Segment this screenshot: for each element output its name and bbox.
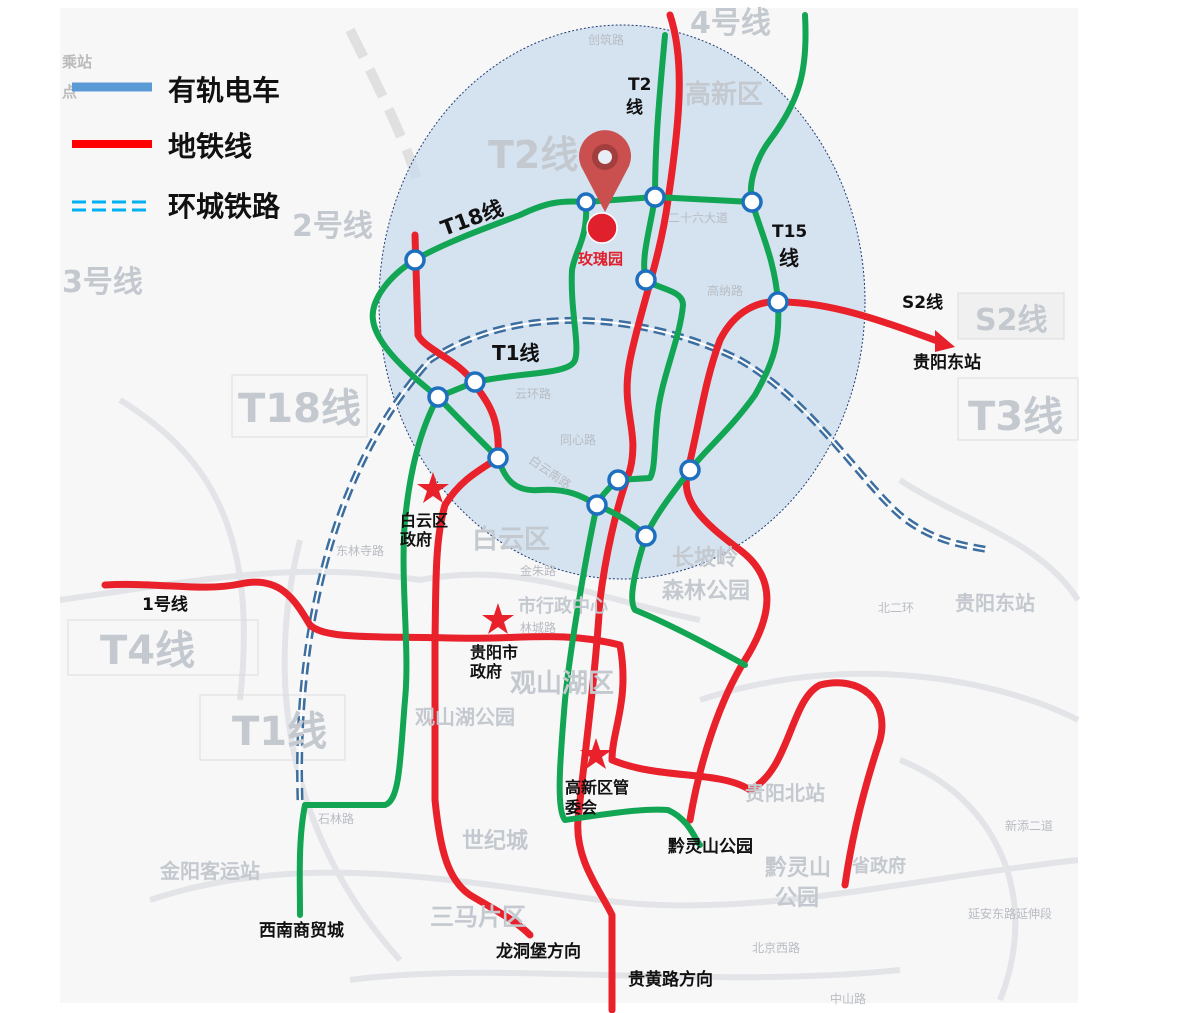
station[interactable]: [487, 447, 509, 469]
legend-partial-label: 乘站: [61, 53, 92, 71]
svg-text:金朱路: 金朱路: [520, 563, 556, 578]
svg-text:高纳路: 高纳路: [707, 283, 743, 298]
label-t3-box: T3线: [968, 394, 1063, 440]
svg-text:林城路: 林城路: [520, 620, 556, 635]
label-t2: T2: [628, 75, 651, 95]
tram-line-t15: [629, 12, 809, 668]
map-pin-icon[interactable]: [579, 130, 631, 212]
label-qianlingshan: 黔灵山公园: [668, 836, 753, 857]
label-t4-box: T4线: [100, 628, 195, 674]
station[interactable]: [464, 371, 486, 393]
label-line2: 2号线: [292, 209, 373, 244]
svg-text:创筑路: 创筑路: [588, 32, 624, 47]
label-forest-park: 森林公园: [662, 578, 750, 604]
label-s2-box: S2线: [975, 303, 1047, 338]
svg-text:云环路: 云环路: [515, 386, 551, 401]
label-guiyang-gov-2: 政府: [470, 662, 502, 681]
svg-text:延安东路延伸段: 延安东路延伸段: [968, 906, 1052, 921]
label-guiyang-east: 贵阳东站: [913, 352, 981, 373]
star-icon: [482, 603, 514, 634]
station[interactable]: [607, 469, 629, 491]
station[interactable]: [635, 269, 657, 291]
label-gaoxin-committee: 高新区管: [565, 778, 629, 797]
tram-line-t1: [435, 379, 649, 539]
basemap-labels: 4号线 高新区 T2线 2号线 3号线 T18线 S2线 T3线 T4线 T1线…: [62, 6, 1063, 931]
label-t15: T15: [772, 222, 807, 242]
legend-tram-label: 有轨电车: [168, 74, 280, 107]
station[interactable]: [679, 459, 701, 481]
s2-arrow-icon: [935, 330, 955, 352]
label-baiyun-gov-2: 政府: [400, 530, 432, 549]
label-xinan-market: 西南商贸城: [259, 920, 344, 941]
label-qianling-park: 公园: [775, 886, 819, 911]
label-changpoling: 长坡岭: [672, 545, 738, 571]
rose-garden-label: 玫瑰园: [578, 250, 623, 268]
svg-text:东林寺路: 东林寺路: [336, 543, 384, 558]
station[interactable]: [586, 494, 608, 516]
label-admin-center: 市行政中心: [518, 595, 608, 617]
star-icon: [580, 738, 612, 769]
label-line3: 3号线: [62, 265, 143, 300]
label-guiyang-east-basemap: 贵阳东站: [955, 591, 1035, 615]
label-gaoxin: 高新区: [685, 79, 763, 110]
tram-line-t18: [296, 198, 589, 918]
svg-text:同心路: 同心路: [560, 432, 596, 447]
svg-text:北二环: 北二环: [878, 601, 914, 615]
label-line4: 4号线: [690, 6, 771, 41]
legend-rail-swatch: [72, 200, 150, 212]
label-t15-suffix: 线: [779, 246, 799, 270]
tram-link-rosegarden: [472, 199, 590, 385]
svg-text:新添二道: 新添二道: [1005, 818, 1053, 833]
svg-text:北京西路: 北京西路: [752, 940, 800, 955]
metro-line-1: [101, 578, 886, 889]
label-shijicheng: 世纪城: [462, 828, 528, 854]
station[interactable]: [767, 291, 789, 313]
label-guanshanhu-park: 观山湖公园: [415, 705, 515, 729]
legend-rail-label: 环城铁路: [168, 190, 281, 223]
rose-garden-marker: [586, 212, 618, 244]
label-guanshanhu: 观山湖区: [510, 669, 614, 699]
tram-line-t2: [615, 32, 686, 483]
star-icon: [417, 472, 449, 503]
label-t2-suffix: 线: [626, 97, 643, 118]
legend-metro-label: 地铁线: [168, 130, 252, 163]
label-guihuang-road: 贵黄路方向: [628, 969, 713, 990]
label-t2-box: T2线: [488, 133, 578, 177]
label-sanma: 三马片区: [430, 903, 526, 931]
label-provincial-gov: 省政府: [851, 855, 906, 877]
label-s2: S2线: [902, 292, 943, 313]
svg-text:中山路: 中山路: [830, 991, 866, 1006]
label-baiyun: 白云区: [472, 524, 550, 555]
stations: [404, 186, 789, 547]
svg-text:二十六大道: 二十六大道: [668, 211, 728, 225]
station[interactable]: [576, 192, 596, 212]
label-t18-box: T18线: [238, 386, 361, 432]
station[interactable]: [741, 191, 763, 213]
label-t1: T1线: [492, 341, 540, 365]
legend: 乘站 点 有轨电车 地铁线 环城铁路: [61, 53, 281, 223]
place-labels: 贵阳东站 白云区 政府 贵阳市 政府 高新区管 委会 黔灵山公园 西南商贸城 龙…: [259, 352, 981, 990]
label-guiyang-north: 贵阳北站: [745, 781, 825, 805]
label-guiyang-gov: 贵阳市: [470, 643, 518, 662]
label-gaoxin-committee-2: 委会: [564, 798, 597, 817]
government-stars: [417, 472, 612, 769]
label-t1-box: T1线: [232, 709, 327, 755]
label-qianling: 黔灵山: [765, 855, 831, 881]
station[interactable]: [404, 249, 426, 271]
label-jinyang-bus: 金阳客运站: [159, 859, 260, 883]
station[interactable]: [427, 386, 449, 408]
label-line1: 1号线: [142, 594, 188, 615]
station[interactable]: [635, 525, 657, 547]
svg-text:石林路: 石林路: [318, 811, 354, 826]
label-longdongbao: 龙洞堡方向: [495, 941, 581, 962]
label-baiyun-gov: 白云区: [400, 511, 448, 530]
station[interactable]: [644, 186, 666, 208]
